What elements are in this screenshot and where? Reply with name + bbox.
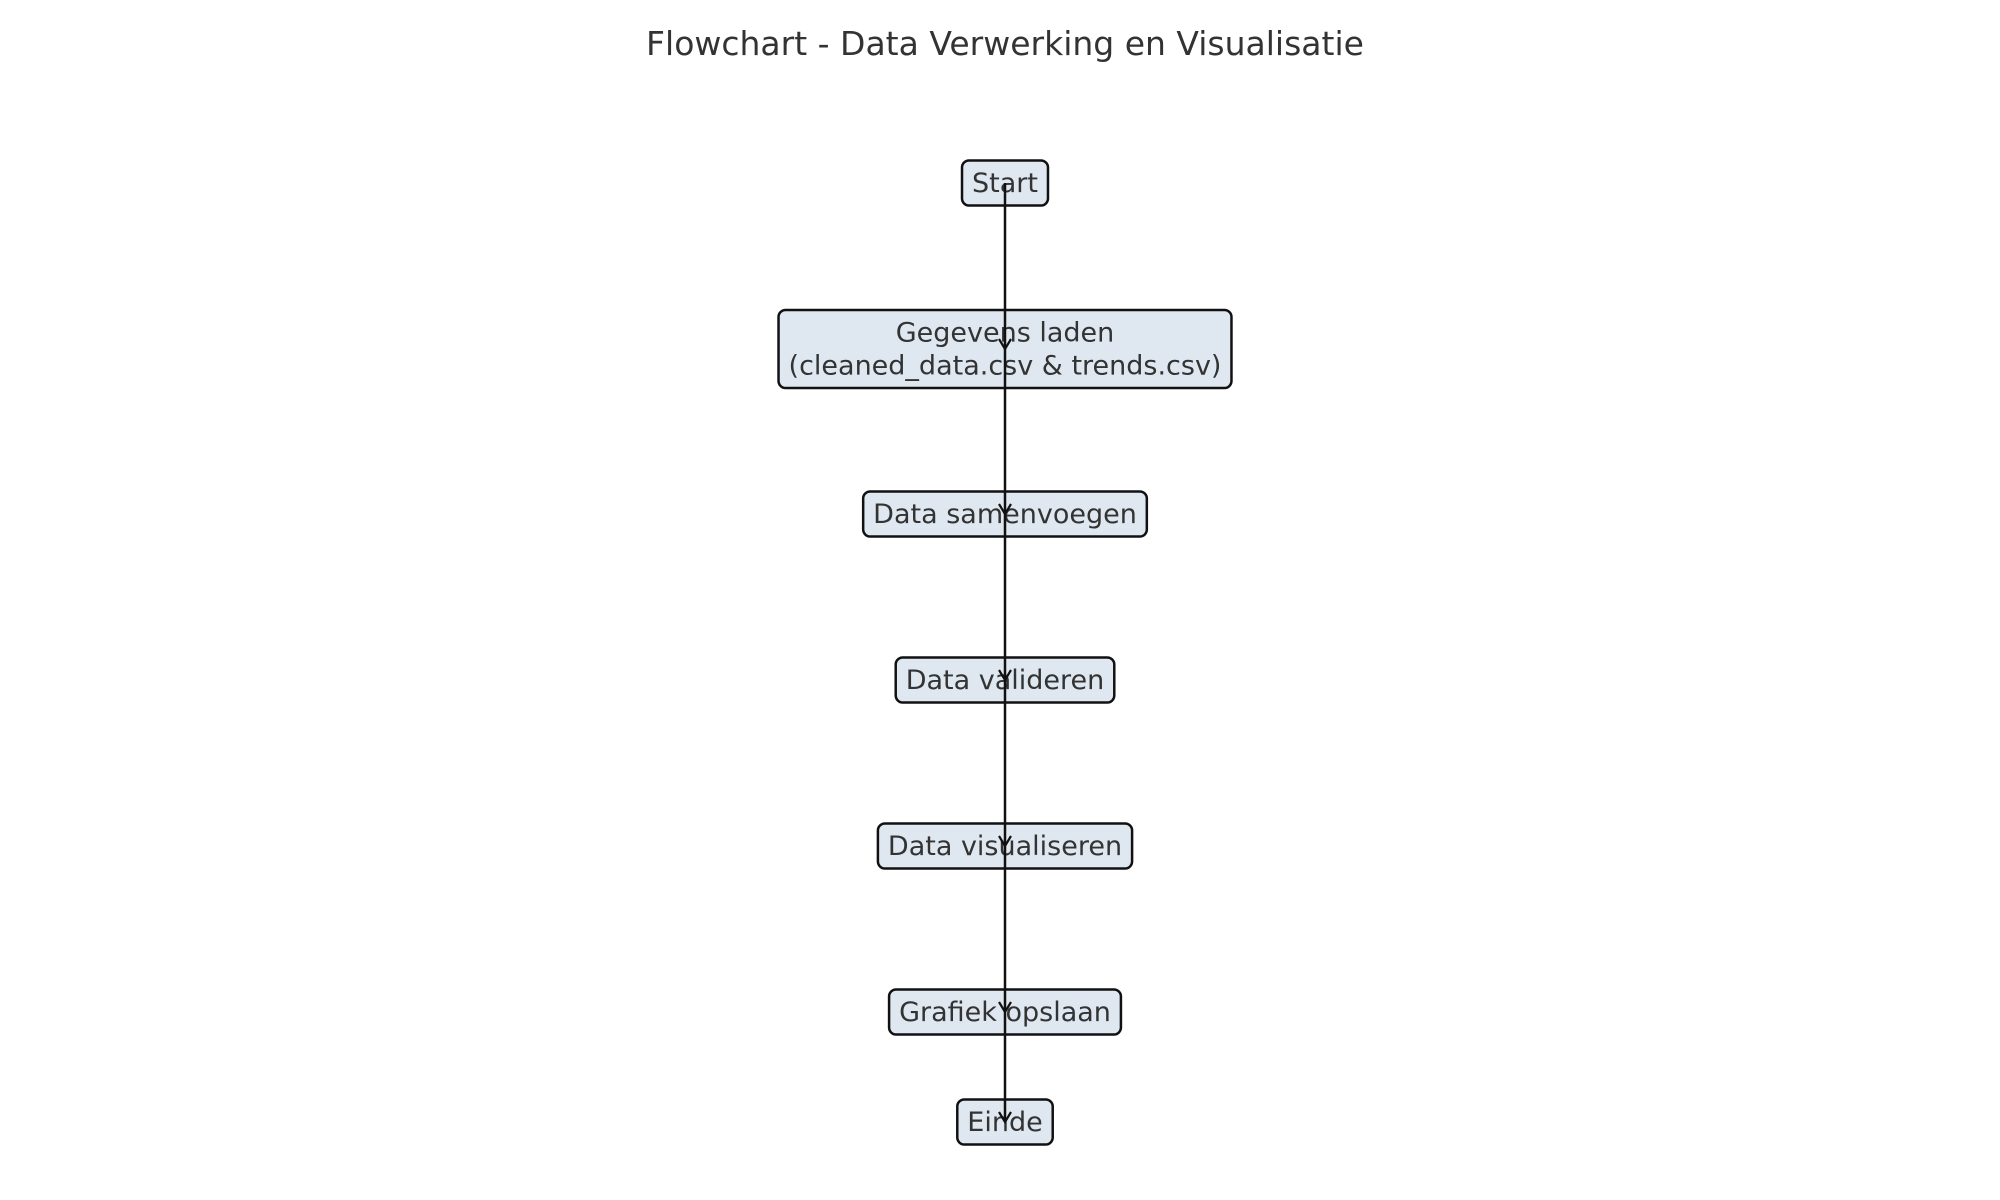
diagram-title: Flowchart - Data Verwerking en Visualisa… <box>646 24 1364 63</box>
